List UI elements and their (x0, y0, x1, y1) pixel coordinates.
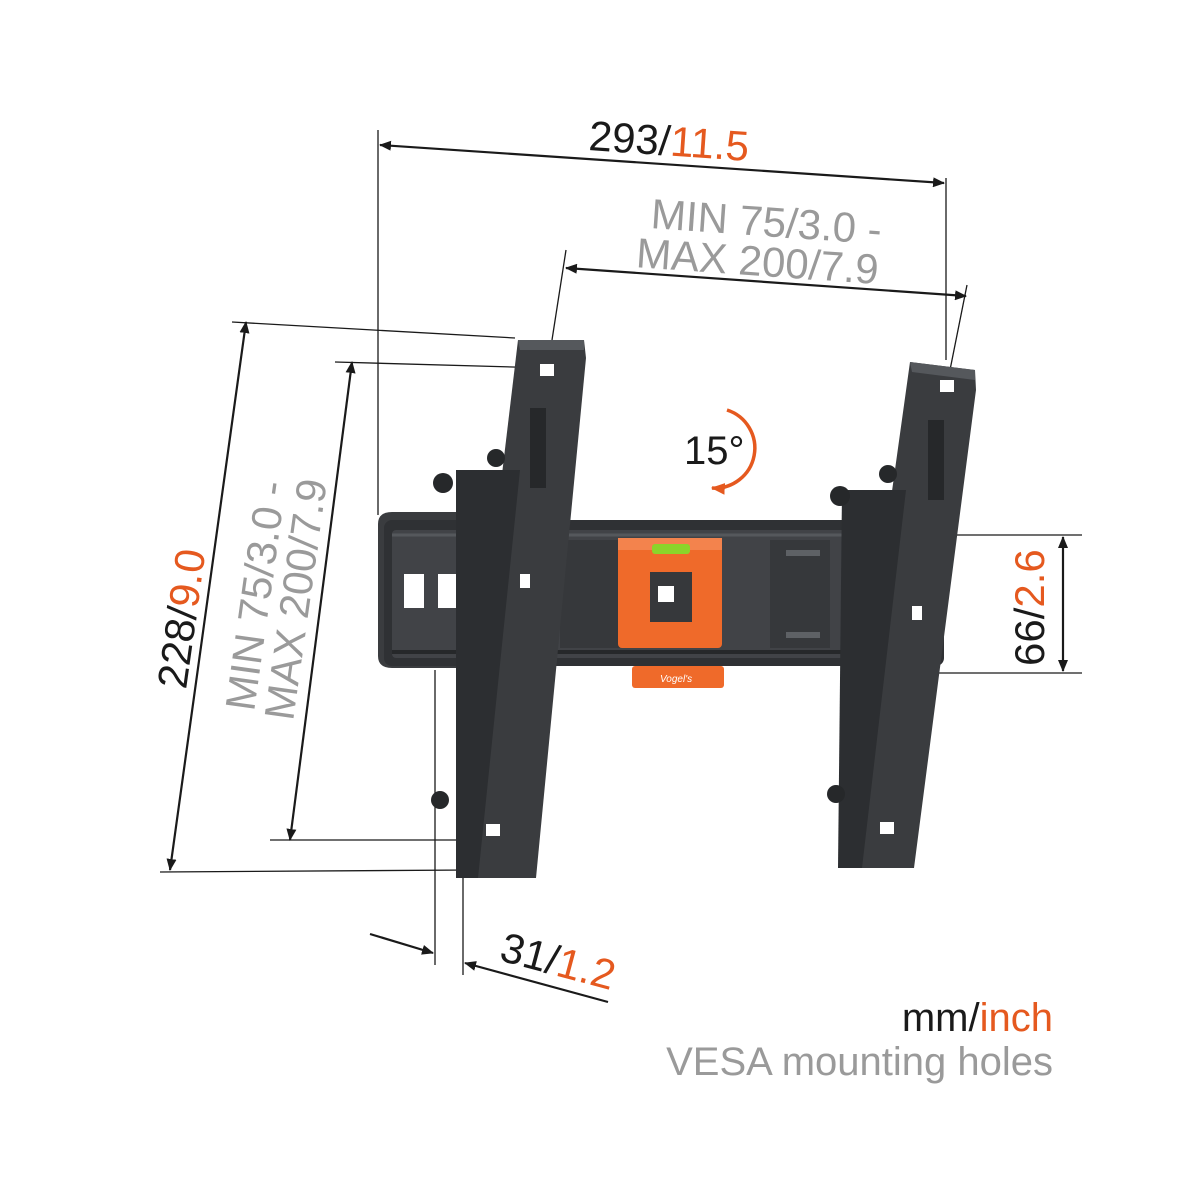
units-mm: mm (901, 996, 969, 1040)
dimension-lines (166, 140, 1068, 1004)
product-logo: Vogel's (660, 674, 692, 685)
right-bracket-arm (827, 362, 976, 868)
vesa-horizontal-label: MIN 75/3.0 - MAX 200/7.9 (635, 189, 895, 294)
vesa-horizontal-arrow (565, 263, 967, 301)
depth-arrow-right (464, 961, 609, 1004)
vesa-vertical-arrow (286, 361, 356, 841)
width-total-arrow (379, 140, 945, 188)
left-bracket-arm (431, 340, 586, 878)
tilt-arc (710, 408, 757, 495)
units-separator: / (968, 996, 980, 1040)
width-total-label: 293/11.5 (587, 112, 750, 170)
spirit-level-block: Vogel's (618, 538, 724, 688)
depth-label: 31/1.2 (496, 923, 621, 999)
units-legend: mm/inch (902, 996, 1053, 1041)
depth-arrow-left (369, 932, 434, 955)
height-total-label: 228/9.0 (148, 546, 214, 691)
tilt-angle-label: 15° (684, 429, 745, 473)
vesa-caption: VESA mounting holes (666, 1040, 1053, 1084)
vesa-vertical-label: MIN 75/3.0 - MAX 200/7.9 (216, 466, 336, 722)
units-inch: inch (979, 996, 1053, 1040)
rail-height-label: 66/2.6 (1006, 549, 1053, 666)
height-total-arrow (166, 321, 250, 871)
